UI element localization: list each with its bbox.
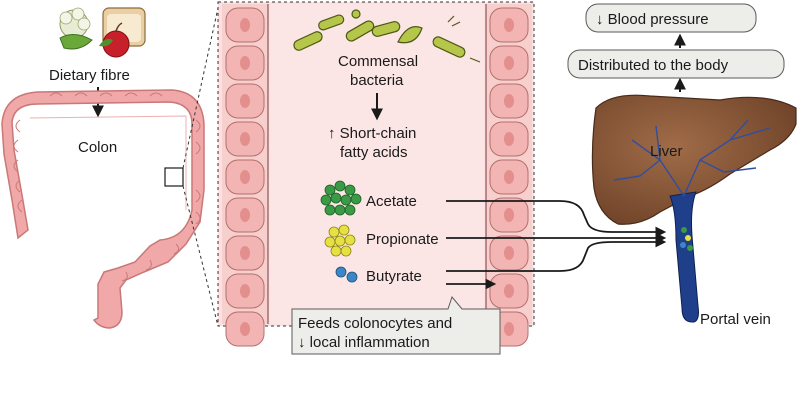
cell-nucleus (504, 246, 514, 260)
label-distributed: Distributed to the body (578, 57, 729, 74)
bacteria-icon (293, 9, 481, 63)
callout-feeds-colonocytes (291, 295, 501, 355)
box-distributed (567, 49, 785, 79)
box-blood-pressure (585, 3, 757, 33)
cell-nucleus (504, 94, 514, 108)
zoom-region-box (164, 167, 184, 187)
label-colon: Colon (78, 139, 117, 156)
epithelium-right (485, 4, 532, 347)
cell-nucleus (504, 322, 514, 336)
cell-nucleus (240, 246, 250, 260)
cell-nucleus (504, 208, 514, 222)
colon-illustration (1, 89, 205, 329)
epithelium-left (222, 4, 269, 347)
label-propionate: Propionate (366, 231, 439, 248)
food-icon (59, 7, 146, 58)
label-scfa-2: fatty acids (340, 144, 408, 161)
cell-nucleus (504, 18, 514, 32)
label-blood-pressure: ↓ Blood pressure (596, 11, 709, 28)
cell-nucleus (240, 170, 250, 184)
cell-nucleus (504, 284, 514, 298)
colon-zoom-panel (217, 1, 535, 347)
cell-nucleus (240, 208, 250, 222)
cell-nucleus (504, 132, 514, 146)
label-butyrate: Butyrate (366, 268, 422, 285)
cell-nucleus (240, 132, 250, 146)
label-liver: Liver (650, 143, 683, 160)
label-scfa-1: ↑ Short-chain (328, 125, 416, 142)
acetate-molecule-icon (320, 180, 362, 216)
label-dietary-fibre: Dietary fibre (49, 67, 130, 84)
label-feeds-1: Feeds colonocytes and (298, 315, 452, 332)
butyrate-molecule-icon (335, 266, 358, 283)
cell-nucleus (240, 18, 250, 32)
label-commensal-1: Commensal (338, 53, 418, 70)
scfa-transport-arrows (446, 200, 667, 290)
cell-nucleus (504, 170, 514, 184)
cell-nucleus (240, 56, 250, 70)
label-feeds-2: ↓ local inflammation (298, 334, 430, 351)
cell-nucleus (240, 284, 250, 298)
cell-nucleus (240, 322, 250, 336)
label-portal-vein: Portal vein (700, 311, 771, 328)
propionate-molecule-icon (324, 224, 356, 257)
cell-nucleus (240, 94, 250, 108)
label-commensal-2: bacteria (350, 72, 404, 89)
cell-nucleus (504, 56, 514, 70)
liver-icon (591, 94, 797, 323)
label-acetate: Acetate (366, 193, 417, 210)
